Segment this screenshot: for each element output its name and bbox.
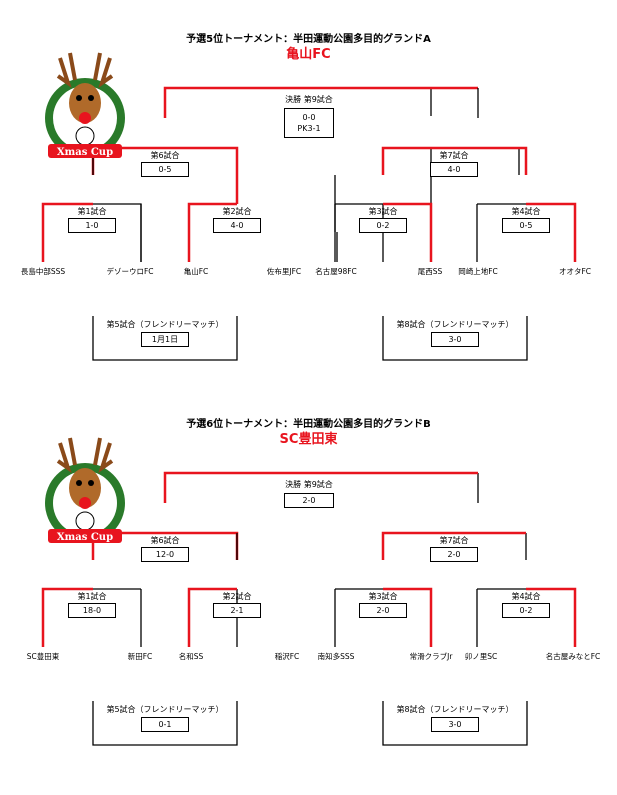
match3-label: 第3試合 <box>368 207 398 216</box>
team-6: 常滑クラブJr <box>409 652 453 661</box>
match1-score: 1-0 <box>68 218 116 233</box>
tournament-title: 予選6位トーナメント：半田運動公園多目的グランドB <box>186 419 431 430</box>
champion-name: SC豊田東 <box>279 432 338 447</box>
match3-score: 2-0 <box>359 603 407 618</box>
final-score-box: 2-0 <box>284 493 334 508</box>
match2-score: 4-0 <box>213 218 261 233</box>
semi-left-score: 12-0 <box>141 547 189 562</box>
friendly-left-label: 第5試合（フレンドリーマッチ） <box>106 320 224 329</box>
team-4: 佐布里JFC <box>266 267 302 276</box>
match2-label: 第2試合 <box>222 592 252 601</box>
match2-label: 第2試合 <box>222 207 252 216</box>
semi-left-label: 第6試合 <box>150 536 180 545</box>
match3-score: 0-2 <box>359 218 407 233</box>
friendly-right-label: 第8試合（フレンドリーマッチ） <box>396 705 514 714</box>
team-3: 亀山FC <box>183 267 209 276</box>
reindeer-logo-icon: Xmas Cup <box>45 437 125 543</box>
team-1: SC豊田東 <box>26 652 60 661</box>
friendly-left-label: 第5試合（フレンドリーマッチ） <box>106 705 224 714</box>
team-3: 名和SS <box>178 652 204 661</box>
team-4: 稲沢FC <box>274 652 300 661</box>
team-7: 岡崎上地FC <box>458 267 498 276</box>
semi-right-score: 2-0 <box>430 547 478 562</box>
team-8: オオタFC <box>558 267 592 276</box>
champion-name: 亀山FC <box>286 47 331 62</box>
bracket-a: 予選5位トーナメント：半田運動公園多目的グランドA 亀山FC Xmas Cup … <box>0 30 617 410</box>
bracket-b: 予選6位トーナメント：半田運動公園多目的グランドB SC豊田東 Xmas Cup… <box>0 415 617 795</box>
final-score: 0-0 <box>302 113 316 122</box>
friendly-left-score: 0-1 <box>141 717 189 732</box>
match3-label: 第3試合 <box>368 592 398 601</box>
friendly-right-score: 3-0 <box>431 717 479 732</box>
team-2: デゾーウロFC <box>106 267 154 276</box>
match4-score: 0-5 <box>502 218 550 233</box>
final-score-box: 0-0 PK3-1 <box>284 108 334 138</box>
match1-score: 18-0 <box>68 603 116 618</box>
final-label: 決勝 第9試合 <box>285 95 333 104</box>
team-1: 長島中部SSS <box>20 267 66 276</box>
team-2: 新田FC <box>127 652 153 661</box>
semi-right-label: 第7試合 <box>439 536 469 545</box>
match4-label: 第4試合 <box>511 207 541 216</box>
match4-label: 第4試合 <box>511 592 541 601</box>
semi-left-label: 第6試合 <box>150 151 180 160</box>
logo-text: Xmas Cup <box>57 147 113 158</box>
match1-label: 第1試合 <box>77 207 107 216</box>
match2-score: 2-1 <box>213 603 261 618</box>
bracket-lines <box>41 86 577 361</box>
team-5: 南知多SSS <box>317 652 355 661</box>
semi-right-score: 4-0 <box>430 162 478 177</box>
reindeer-logo-icon: Xmas Cup <box>45 52 125 158</box>
team-5: 名古屋98FC <box>315 267 357 276</box>
final-label: 決勝 第9試合 <box>285 480 333 489</box>
tournament-title: 予選5位トーナメント：半田運動公園多目的グランドA <box>186 34 431 45</box>
friendly-right-label: 第8試合（フレンドリーマッチ） <box>396 320 514 329</box>
friendly-left-score: 1月1日 <box>141 332 189 347</box>
final-score: 2-0 <box>302 496 316 505</box>
final-pk: PK3-1 <box>297 124 321 133</box>
semi-right-label: 第7試合 <box>439 151 469 160</box>
match4-score: 0-2 <box>502 603 550 618</box>
team-8: 名古屋みなとFC <box>545 652 601 661</box>
team-7: 卯ノ里SC <box>464 652 498 661</box>
logo-text: Xmas Cup <box>57 532 113 543</box>
match1-label: 第1試合 <box>77 592 107 601</box>
semi-left-score: 0-5 <box>141 162 189 177</box>
team-6: 尾西SS <box>417 267 443 276</box>
friendly-right-score: 3-0 <box>431 332 479 347</box>
